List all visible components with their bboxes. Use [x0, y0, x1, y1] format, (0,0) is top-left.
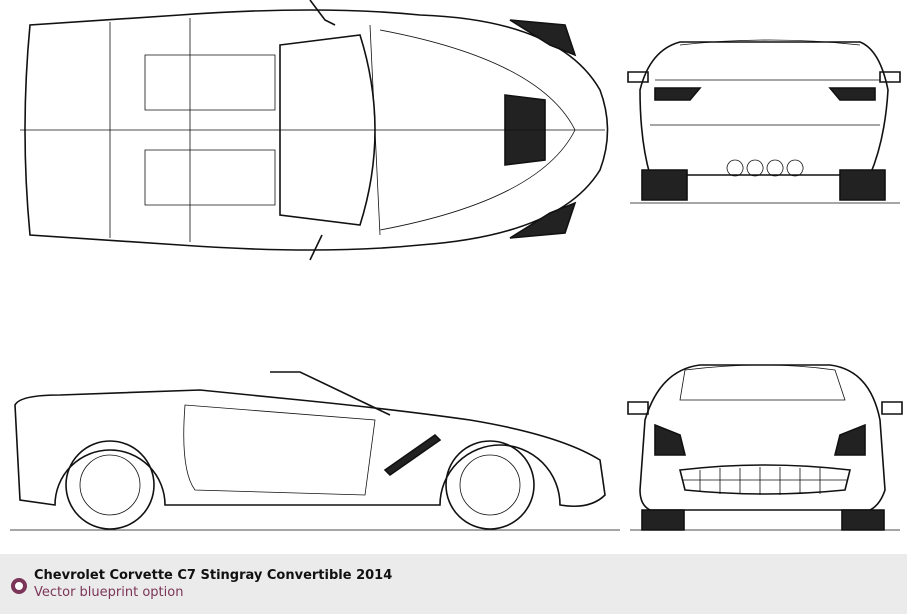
bullet-circle-icon [11, 578, 27, 594]
blueprint-subtitle[interactable]: Vector blueprint option [34, 585, 184, 600]
blueprint-title: Chevrolet Corvette C7 Stingray Convertib… [34, 568, 393, 583]
car-blueprint-drawing [10, 0, 903, 531]
front-view [627, 364, 903, 531]
top-view [20, 0, 609, 261]
caption-bar [0, 554, 907, 614]
rear-view [627, 39, 901, 204]
side-view [10, 371, 620, 531]
